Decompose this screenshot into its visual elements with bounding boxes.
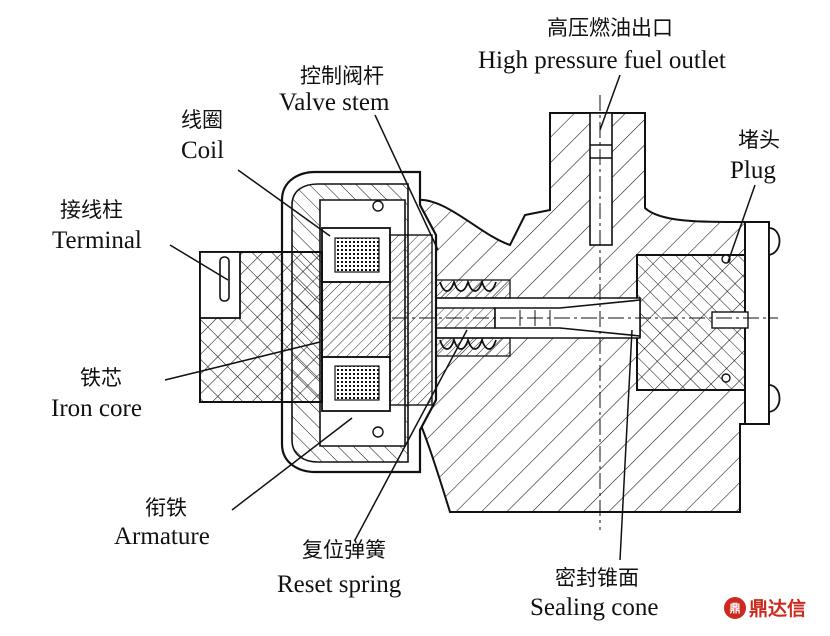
- watermark: 鼎 鼎达信: [724, 594, 806, 621]
- sealing-cone-label-en: Sealing cone: [530, 594, 659, 621]
- iron-core-label-cn: 铁芯: [80, 366, 122, 390]
- valve-stem-label-en: Valve stem: [279, 89, 390, 116]
- outlet-label-en: High pressure fuel outlet: [478, 47, 726, 74]
- watermark-text: 鼎达信: [749, 598, 807, 620]
- coil-label-en: Coil: [181, 137, 225, 164]
- terminal-connector: [199, 251, 323, 403]
- outlet-label-cn: 高压燃油出口: [547, 16, 673, 40]
- reset-spring-label-en: Reset spring: [277, 571, 402, 598]
- coil-label-cn: 线圈: [181, 108, 223, 132]
- leader-lines: [164, 74, 756, 561]
- iron-core-label-en: Iron core: [51, 395, 142, 422]
- watermark-logo-icon: 鼎: [724, 596, 746, 619]
- plug-label-en: Plug: [730, 157, 776, 184]
- reset-spring-label-cn: 复位弹簧: [302, 538, 386, 562]
- plug-assembly: [636, 221, 781, 425]
- plug-label-cn: 堵头: [738, 128, 780, 152]
- valve-stem-label-cn: 控制阀杆: [300, 64, 384, 88]
- terminal-label-en: Terminal: [52, 227, 142, 254]
- armature-label-en: Armature: [114, 523, 210, 550]
- sealing-cone-label-cn: 密封锥面: [555, 566, 639, 590]
- armature-label-cn: 衔铁: [145, 496, 187, 520]
- terminal-label-cn: 接线柱: [60, 198, 123, 222]
